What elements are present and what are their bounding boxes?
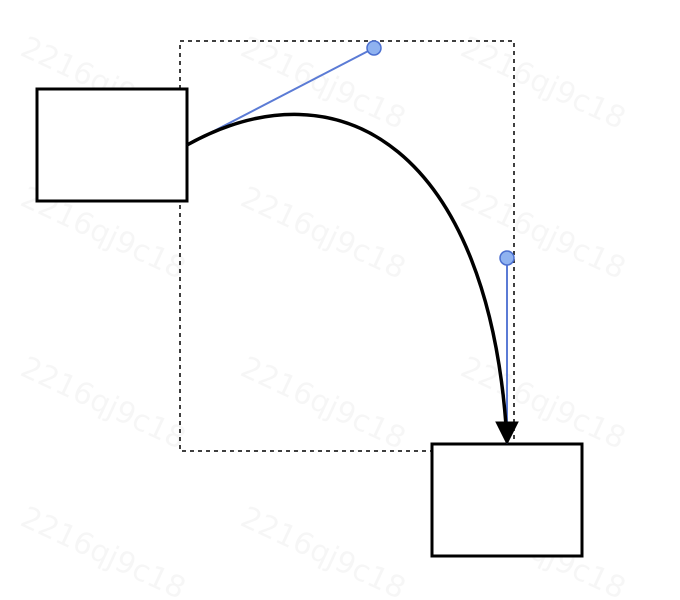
control-point-handle-start[interactable] [366, 40, 382, 56]
arrowhead-icon [495, 421, 519, 446]
target-node[interactable] [430, 442, 584, 558]
source-node[interactable] [35, 87, 189, 203]
control-point-handle-end[interactable] [499, 250, 515, 266]
selection-box [179, 40, 515, 452]
curved-edge-connector[interactable] [186, 112, 509, 441]
